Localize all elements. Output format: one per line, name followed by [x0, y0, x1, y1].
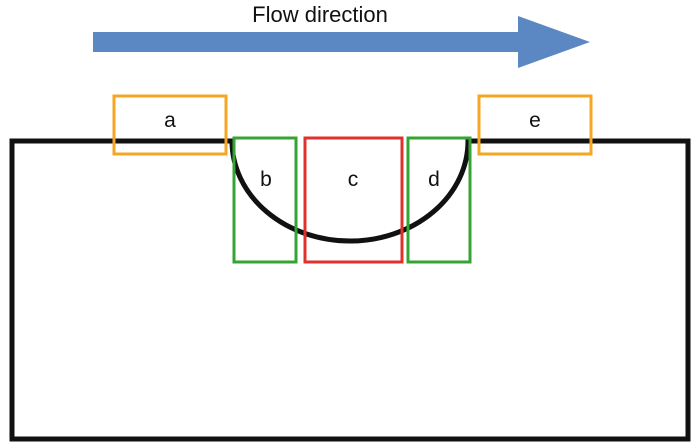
region-d-label: d	[428, 168, 440, 191]
flow-direction-arrow	[93, 16, 590, 68]
region-b-label: b	[260, 168, 272, 191]
channel-outline	[9, 138, 691, 442]
diagram-title: Flow direction	[252, 2, 388, 27]
region-c-label: c	[348, 168, 359, 191]
region-b-box	[232, 136, 298, 264]
region-c-box	[303, 136, 404, 264]
region-e-box	[477, 94, 593, 156]
region-d-box	[406, 136, 472, 264]
region-a-label: a	[164, 109, 176, 132]
region-e-label: e	[529, 109, 541, 132]
region-a-box	[112, 94, 228, 156]
